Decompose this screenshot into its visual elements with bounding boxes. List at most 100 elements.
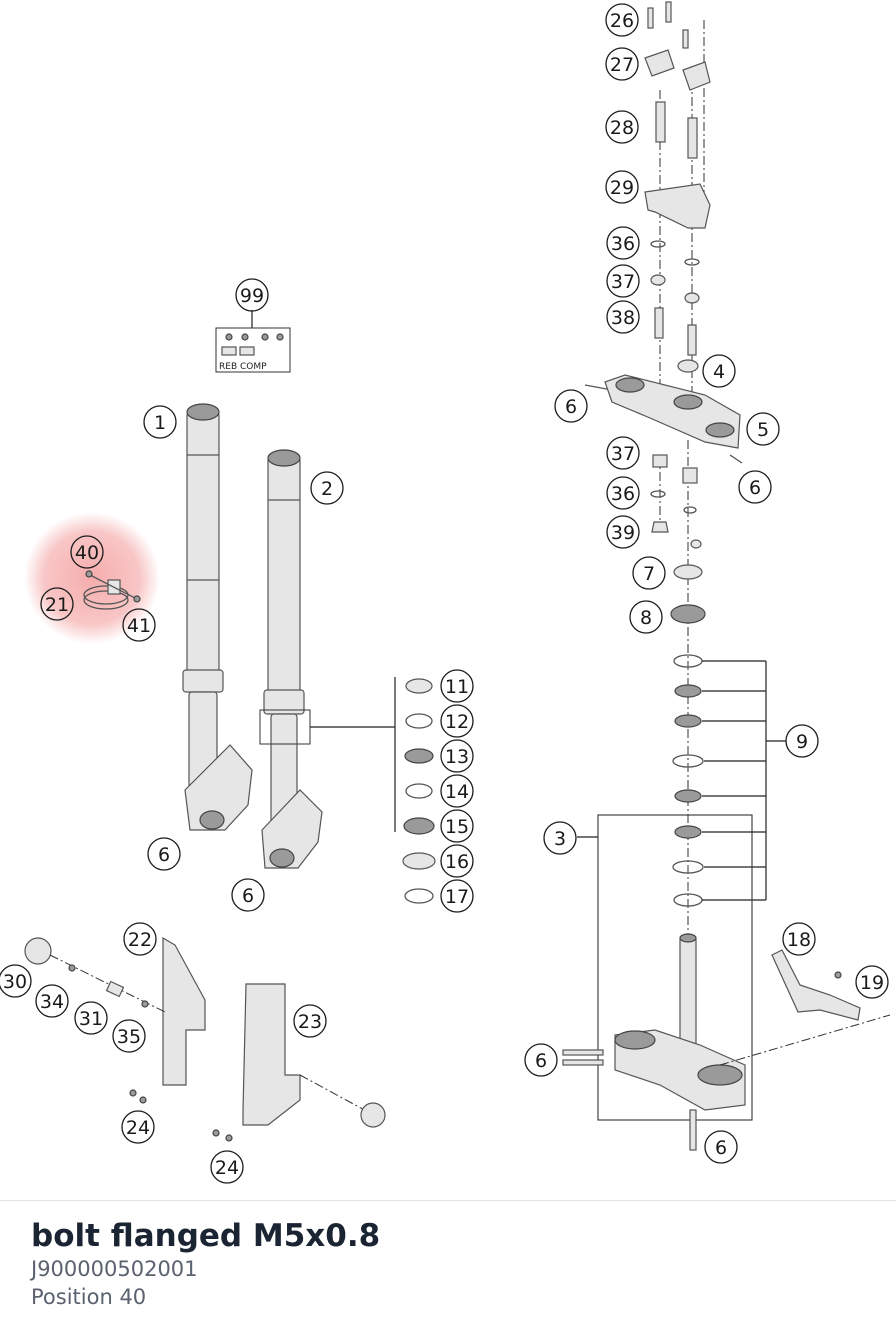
callout-circle[interactable] [606,515,640,549]
callout-label-37[interactable]: 37 [611,271,635,293]
callout-circle[interactable] [122,608,156,642]
callout-label-37[interactable]: 37 [611,443,635,465]
callout-label-38[interactable]: 38 [611,307,635,329]
callout-circle[interactable] [210,1150,244,1184]
callout-circle[interactable] [606,226,640,260]
callout-label-27[interactable]: 27 [610,54,634,76]
callout-label-6[interactable]: 6 [158,844,170,866]
callout-label-18[interactable]: 18 [787,929,811,951]
callout-label-40[interactable]: 40 [75,542,99,564]
callout-label-19[interactable]: 19 [860,972,884,994]
callout-label-14[interactable]: 14 [445,781,469,803]
callout-circle[interactable] [605,110,639,144]
callout-circle[interactable] [782,922,816,956]
callout-label-17[interactable]: 17 [445,886,469,908]
callout-circle[interactable] [605,47,639,81]
callout-label-16[interactable]: 16 [445,851,469,873]
fork-guard-left[interactable] [129,936,206,1104]
callout-label-21[interactable]: 21 [45,594,69,616]
callout-label-24[interactable]: 24 [126,1117,150,1139]
callout-circle[interactable] [785,724,819,758]
spacer-rings[interactable] [672,654,704,907]
callout-circle[interactable] [35,984,69,1018]
callout-circle[interactable] [293,1004,327,1038]
callout-label-22[interactable]: 22 [128,929,152,951]
callout-circle[interactable] [606,300,640,334]
callout-circle[interactable] [231,878,265,912]
callout-label-36[interactable]: 36 [611,233,635,255]
callout-label-39[interactable]: 39 [611,522,635,544]
callout-circle[interactable] [632,556,666,590]
reb-comp-kit[interactable]: REB COMP [215,310,291,373]
bearing-stack[interactable] [650,454,706,624]
callout-circle[interactable] [554,389,588,423]
clamp-assembly[interactable] [83,570,141,610]
callout-circle[interactable] [40,587,74,621]
callout-circle[interactable] [606,436,640,470]
callout-label-6[interactable]: 6 [715,1137,727,1159]
callout-circle[interactable] [440,809,474,843]
callout-circle[interactable] [121,1110,155,1144]
callout-label-15[interactable]: 15 [445,816,469,838]
callout-label-34[interactable]: 34 [40,991,64,1013]
callout-circle[interactable] [524,1043,558,1077]
callout-label-13[interactable]: 13 [445,746,469,768]
callout-circle[interactable] [440,739,474,773]
callout-label-1[interactable]: 1 [154,412,166,434]
callout-circle[interactable] [440,774,474,808]
callout-label-41[interactable]: 41 [127,615,151,637]
bracket-18-19[interactable] [719,949,891,1066]
callout-circle[interactable] [147,837,181,871]
callout-label-6[interactable]: 6 [565,396,577,418]
callout-label-9[interactable]: 9 [796,731,808,753]
callout-label-11[interactable]: 11 [445,676,469,698]
callout-circle[interactable] [0,964,32,998]
upper-triple-clamp[interactable] [584,359,743,464]
callout-circle[interactable] [606,264,640,298]
callout-circle[interactable] [738,470,772,504]
callout-circle[interactable] [310,471,344,505]
callout-circle[interactable] [143,405,177,439]
callout-label-35[interactable]: 35 [117,1026,141,1048]
callout-circle[interactable] [543,821,577,855]
callout-circle[interactable] [746,412,780,446]
callout-label-12[interactable]: 12 [445,711,469,733]
callout-circle[interactable] [440,879,474,913]
callout-label-99[interactable]: 99 [240,285,264,307]
callout-label-28[interactable]: 28 [610,117,634,139]
callout-label-31[interactable]: 31 [79,1008,103,1030]
callout-label-26[interactable]: 26 [610,10,634,32]
callout-label-4[interactable]: 4 [713,361,725,383]
fork-guard-right[interactable] [212,983,386,1142]
callout-label-3[interactable]: 3 [554,828,566,850]
seal-rings[interactable] [402,678,436,904]
callout-circle[interactable] [112,1019,146,1053]
callout-label-30[interactable]: 30 [3,971,27,993]
fork-leg-left[interactable] [182,403,253,831]
callout-circle[interactable] [70,535,104,569]
callout-circle[interactable] [440,704,474,738]
callout-circle[interactable] [605,3,639,37]
callout-label-24[interactable]: 24 [215,1157,239,1179]
callout-label-36[interactable]: 36 [611,483,635,505]
callout-circle[interactable] [704,1130,738,1164]
callout-label-8[interactable]: 8 [640,607,652,629]
callout-circle[interactable] [605,170,639,204]
callout-label-2[interactable]: 2 [321,478,333,500]
callout-label-6[interactable]: 6 [535,1050,547,1072]
callout-label-5[interactable]: 5 [757,419,769,441]
callout-circle[interactable] [702,354,736,388]
callout-circle[interactable] [629,600,663,634]
callout-label-6[interactable]: 6 [242,885,254,907]
fork-leg-right[interactable] [261,449,323,869]
callout-circle[interactable] [235,278,269,312]
callout-label-29[interactable]: 29 [610,177,634,199]
callout-circle[interactable] [440,844,474,878]
callout-circle[interactable] [74,1001,108,1035]
callout-circle[interactable] [606,476,640,510]
selected-part-highlight[interactable] [24,512,160,644]
handlebar-clamps[interactable] [644,1,711,356]
callout-circle[interactable] [440,669,474,703]
callout-circle[interactable] [123,922,157,956]
callout-label-6[interactable]: 6 [749,477,761,499]
